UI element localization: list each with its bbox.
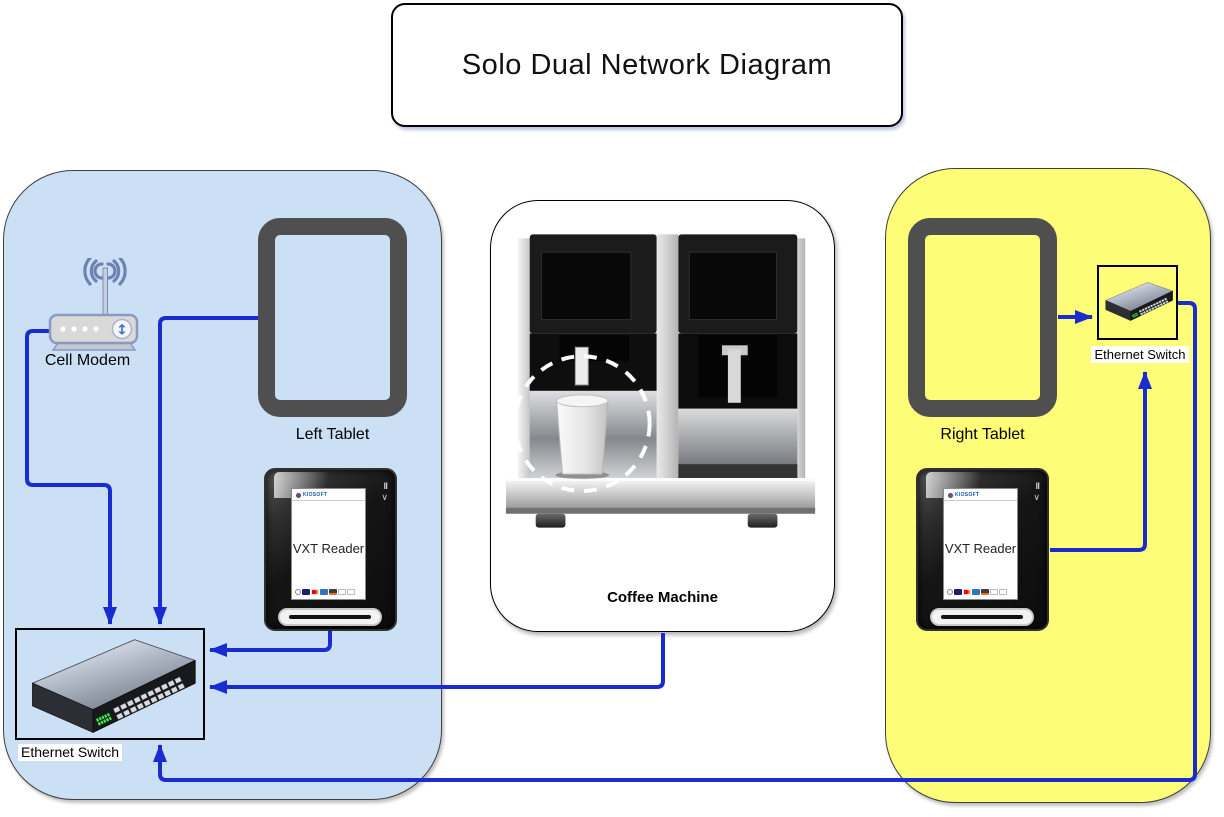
chevron-down-icon: ∨: [381, 492, 388, 502]
reader-screen-label: VXT Reader: [944, 541, 1017, 556]
ethernet-switch-icon: [32, 639, 196, 733]
contactless-icon: [295, 589, 301, 595]
right-ethernet-switch-box: [1097, 265, 1178, 340]
visa-icon: [302, 589, 310, 595]
reader-screen-label: VXT Reader: [292, 541, 365, 556]
coffee-machine-image: [505, 234, 816, 528]
left-vxt-reader: KIOSOFT VXT Reader ‖ ∨: [264, 468, 397, 631]
coffee-machine-box: Coffee Machine: [490, 200, 835, 632]
up-down-arrow-icon: ↕: [116, 323, 128, 339]
page-title: Solo Dual Network Diagram: [461, 48, 833, 81]
mastercard-icon: [963, 589, 971, 595]
apple-pay-icon: [990, 589, 998, 595]
left-ethernet-switch-label: Ethernet Switch: [18, 744, 123, 762]
left-tablet: [258, 218, 407, 417]
kiosoft-logo-text: KIOSOFT: [955, 492, 980, 498]
left-tablet-label: Left Tablet: [295, 426, 370, 443]
google-pay-icon: [347, 589, 355, 595]
chevron-down-icon: ∨: [1033, 492, 1040, 502]
right-tablet-label: Right Tablet: [940, 426, 1025, 443]
pause-icon: ‖: [1035, 481, 1040, 491]
right-ethernet-switch-label: Ethernet Switch: [1085, 346, 1195, 364]
card-slot-slit: [941, 615, 1023, 619]
kiosoft-logo-icon: [296, 492, 301, 498]
mastercard-icon: [311, 589, 319, 595]
kiosoft-logo-text: KIOSOFT: [303, 492, 328, 498]
right-tablet: [908, 218, 1057, 417]
amex-icon: [320, 589, 328, 595]
reader-screen: KIOSOFT VXT Reader: [943, 488, 1018, 600]
payment-icons: [295, 589, 355, 595]
card-slot: [930, 608, 1034, 626]
discover-icon: [329, 589, 337, 595]
card-slot-slit: [289, 615, 371, 619]
paper-cup-icon: [555, 400, 609, 475]
diagram-title-box: Solo Dual Network Diagram: [391, 3, 903, 127]
left-ethernet-switch-box: [15, 628, 205, 740]
ethernet-switch-icon: [1105, 282, 1173, 321]
contactless-icon: [947, 589, 953, 595]
reader-screen: KIOSOFT VXT Reader: [291, 488, 366, 600]
card-slot: [278, 608, 382, 626]
kiosoft-logo-icon: [948, 492, 953, 498]
screen-divider: [944, 500, 1017, 501]
amex-icon: [972, 589, 980, 595]
discover-icon: [981, 589, 989, 595]
screen-divider: [292, 500, 365, 501]
kiosoft-logo: KIOSOFT: [948, 492, 979, 498]
visa-icon: [954, 589, 962, 595]
cell-modem-label: Cell Modem: [44, 352, 131, 369]
google-pay-icon: [999, 589, 1007, 595]
payment-icons: [947, 589, 1007, 595]
kiosoft-logo: KIOSOFT: [296, 492, 327, 498]
cell-modem-icon: ↕: [48, 258, 139, 351]
coffee-machine-label: Coffee Machine: [607, 589, 718, 606]
wifi-waves-icon: [83, 258, 127, 286]
right-vxt-reader: KIOSOFT VXT Reader ‖ ∨: [916, 468, 1049, 631]
apple-pay-icon: [338, 589, 346, 595]
pause-icon: ‖: [383, 481, 388, 491]
